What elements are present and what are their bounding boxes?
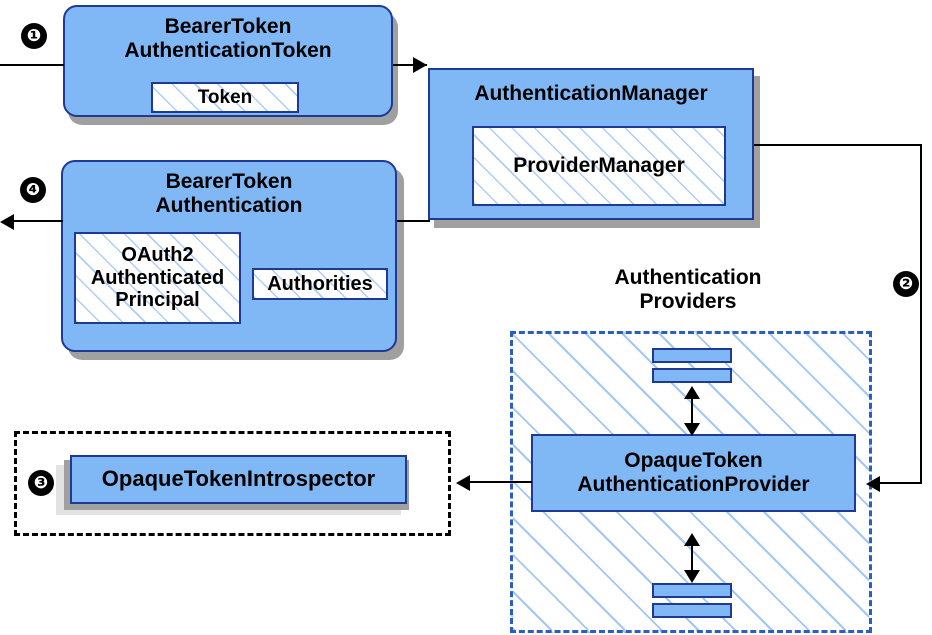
providers-top-connector-arrow-down [684,423,700,436]
manager-to-provider-line-h1 [754,144,922,146]
bearer-token-authentication-token-box: BearerToken AuthenticationToken Token [63,5,393,117]
authentication-manager-title: AuthenticationManager [474,82,708,105]
opaque-token-introspector-container [14,431,451,536]
marker-3: ❸ [28,470,54,496]
opaque-token-introspector-box: OpaqueTokenIntrospector [70,455,407,504]
marker-4: ❹ [20,177,46,203]
manager-to-provider-line-h2 [880,482,922,484]
provider-to-introspector-line [470,481,532,483]
token-to-manager-arrowhead [413,57,427,73]
token-to-manager-line [393,64,427,66]
manager-to-provider-line-v [920,144,922,484]
providers-top-connector-arrow-up [684,386,700,399]
provider-placeholder-bottom-bar-1 [652,583,732,598]
bearer-token-authentication-token-title: BearerToken AuthenticationToken [124,15,332,62]
provider-manager-inner-box: ProviderManager [472,126,726,206]
providers-top-connector-line [691,394,693,426]
authentication-output-line [14,220,63,222]
marker-1: ❶ [21,23,47,49]
providers-bottom-connector-arrow-up [684,533,700,546]
authentication-providers-title: Authentication Providers [614,266,762,314]
incoming-request-line [0,64,64,66]
bearer-token-authentication-box: BearerToken Authentication OAuth2 Authen… [61,160,397,352]
authorities-box: Authorities [252,268,388,300]
opaque-token-authentication-provider-box: OpaqueToken AuthenticationProvider [531,434,856,512]
opaque-token-introspector-title: OpaqueTokenIntrospector [101,466,376,492]
provider-placeholder-top-bar-2 [652,368,732,383]
token-inner-box: Token [151,82,299,113]
provider-to-introspector-arrowhead [456,475,470,491]
oauth2-authenticated-principal-box: OAuth2 Authenticated Principal [74,232,241,324]
authentication-manager-box: AuthenticationManager ProviderManager [428,68,754,220]
provider-placeholder-top-bar-1 [652,348,732,363]
manager-to-authentication-line [397,220,430,222]
providers-bottom-connector-line [691,541,693,573]
manager-to-provider-arrowhead [866,476,880,492]
marker-2: ❷ [893,271,919,297]
authentication-output-arrowhead [0,214,14,230]
bearer-token-authentication-title: BearerToken Authentication [155,170,303,217]
opaque-token-authentication-provider-title: OpaqueToken AuthenticationProvider [577,449,810,496]
provider-placeholder-bottom-bar-2 [652,603,732,618]
providers-bottom-connector-arrow-down [684,570,700,583]
